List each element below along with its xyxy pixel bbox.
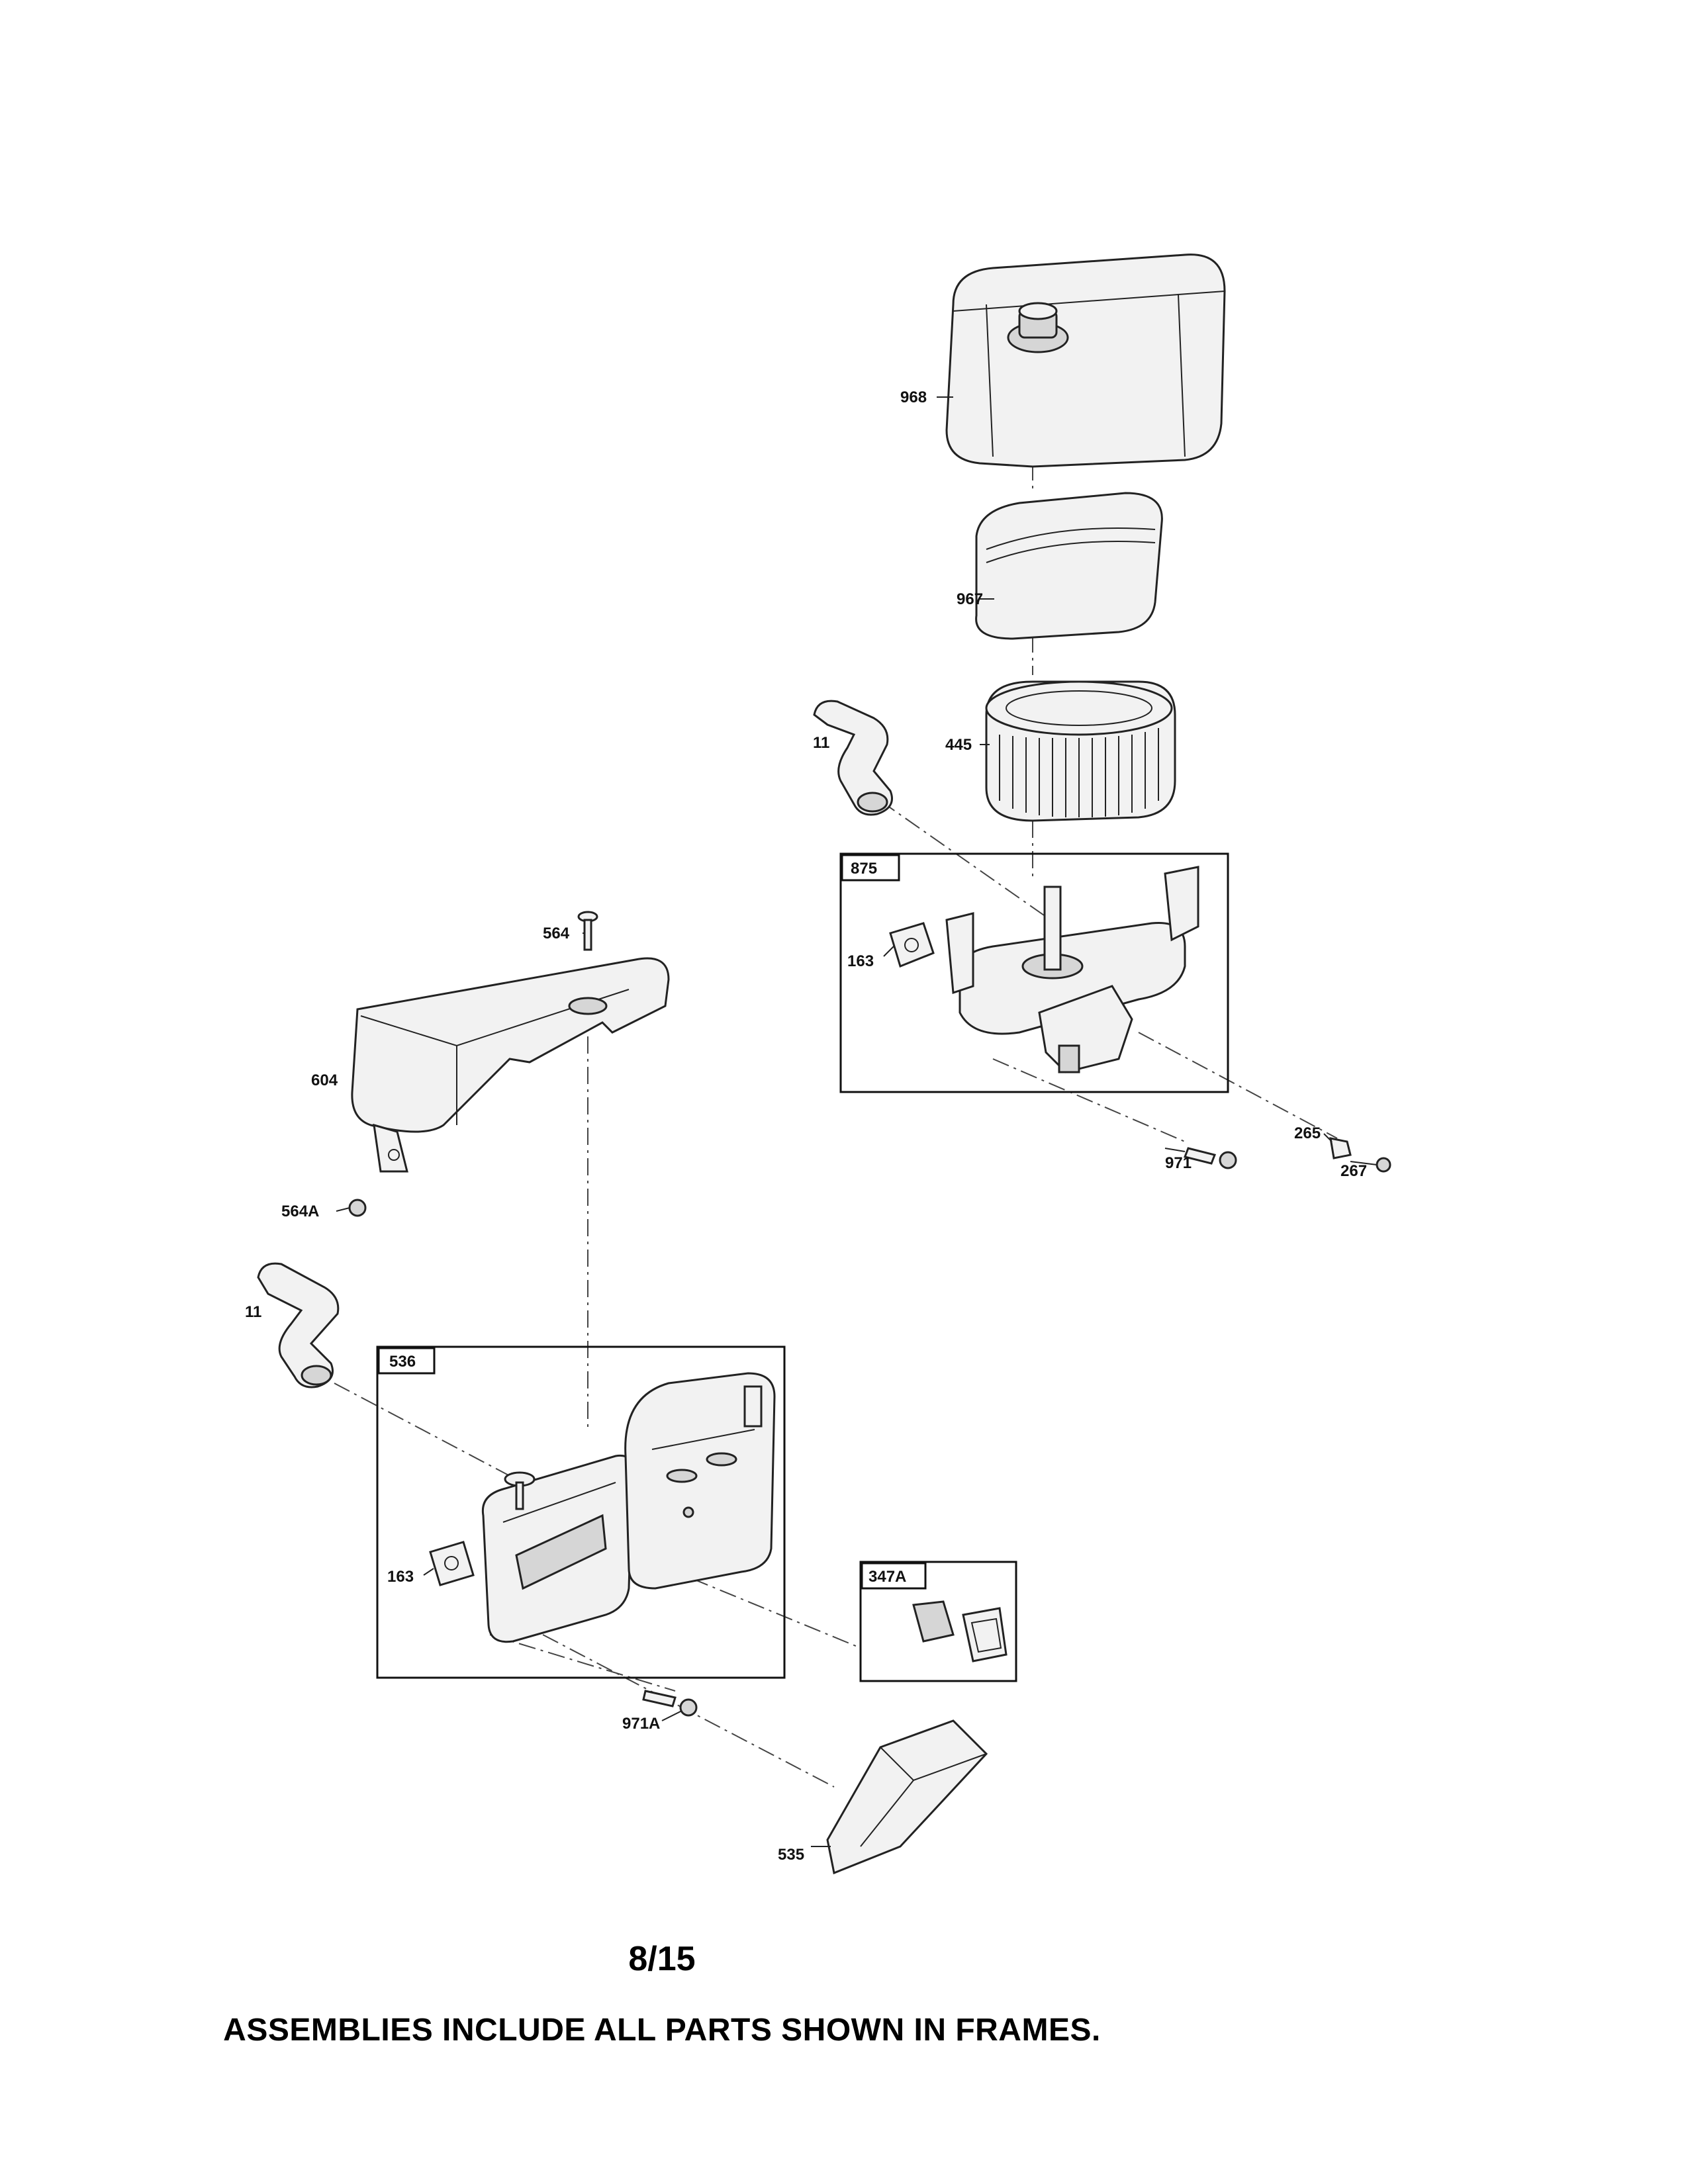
- label-163-upper: 163: [847, 952, 874, 970]
- air-cleaner-cover-968: [945, 253, 1226, 468]
- label-11-upper: 11: [813, 734, 829, 752]
- breather-tube-upper-11: [813, 700, 893, 816]
- label-971A: 971A: [622, 1715, 660, 1733]
- screw-971A: [642, 1690, 698, 1717]
- nut-564A: [348, 1199, 367, 1217]
- foam-prefilter-535: [826, 1719, 988, 1875]
- label-604: 604: [311, 1071, 338, 1089]
- footer-note: ASSEMBLIES INCLUDE ALL PARTS SHOWN IN FR…: [223, 2013, 1101, 2048]
- air-cleaner-cover-604: [351, 957, 670, 1173]
- label-445: 445: [945, 736, 972, 754]
- part-labels: 968 967 445 11 875 163 971 265 267 564 6…: [245, 388, 1367, 1864]
- leader-lines: [336, 396, 1378, 1847]
- label-265: 265: [1294, 1124, 1321, 1142]
- breather-tube-lower-11: [257, 1262, 340, 1388]
- label-564A: 564A: [281, 1203, 319, 1220]
- assembly-lines: [334, 463, 1338, 1788]
- label-971: 971: [1165, 1154, 1192, 1172]
- label-347A: 347A: [868, 1568, 906, 1586]
- frame-875: [839, 852, 1229, 1093]
- label-535: 535: [778, 1846, 804, 1864]
- label-536: 536: [389, 1353, 416, 1371]
- label-11-lower: 11: [245, 1303, 261, 1321]
- label-967: 967: [957, 590, 983, 608]
- frame-536: [376, 1345, 786, 1679]
- page-number: 8/15: [628, 1940, 696, 1978]
- label-267: 267: [1340, 1162, 1367, 1180]
- screw-564: [577, 911, 598, 951]
- hardware-upper: [1183, 1137, 1391, 1173]
- label-968: 968: [900, 388, 927, 406]
- pre-cleaner-967: [975, 492, 1163, 640]
- label-875: 875: [851, 860, 877, 878]
- frame-347A: [859, 1561, 1017, 1682]
- label-564: 564: [543, 925, 570, 942]
- air-filter-445: [985, 680, 1176, 822]
- label-163-lower: 163: [387, 1568, 414, 1586]
